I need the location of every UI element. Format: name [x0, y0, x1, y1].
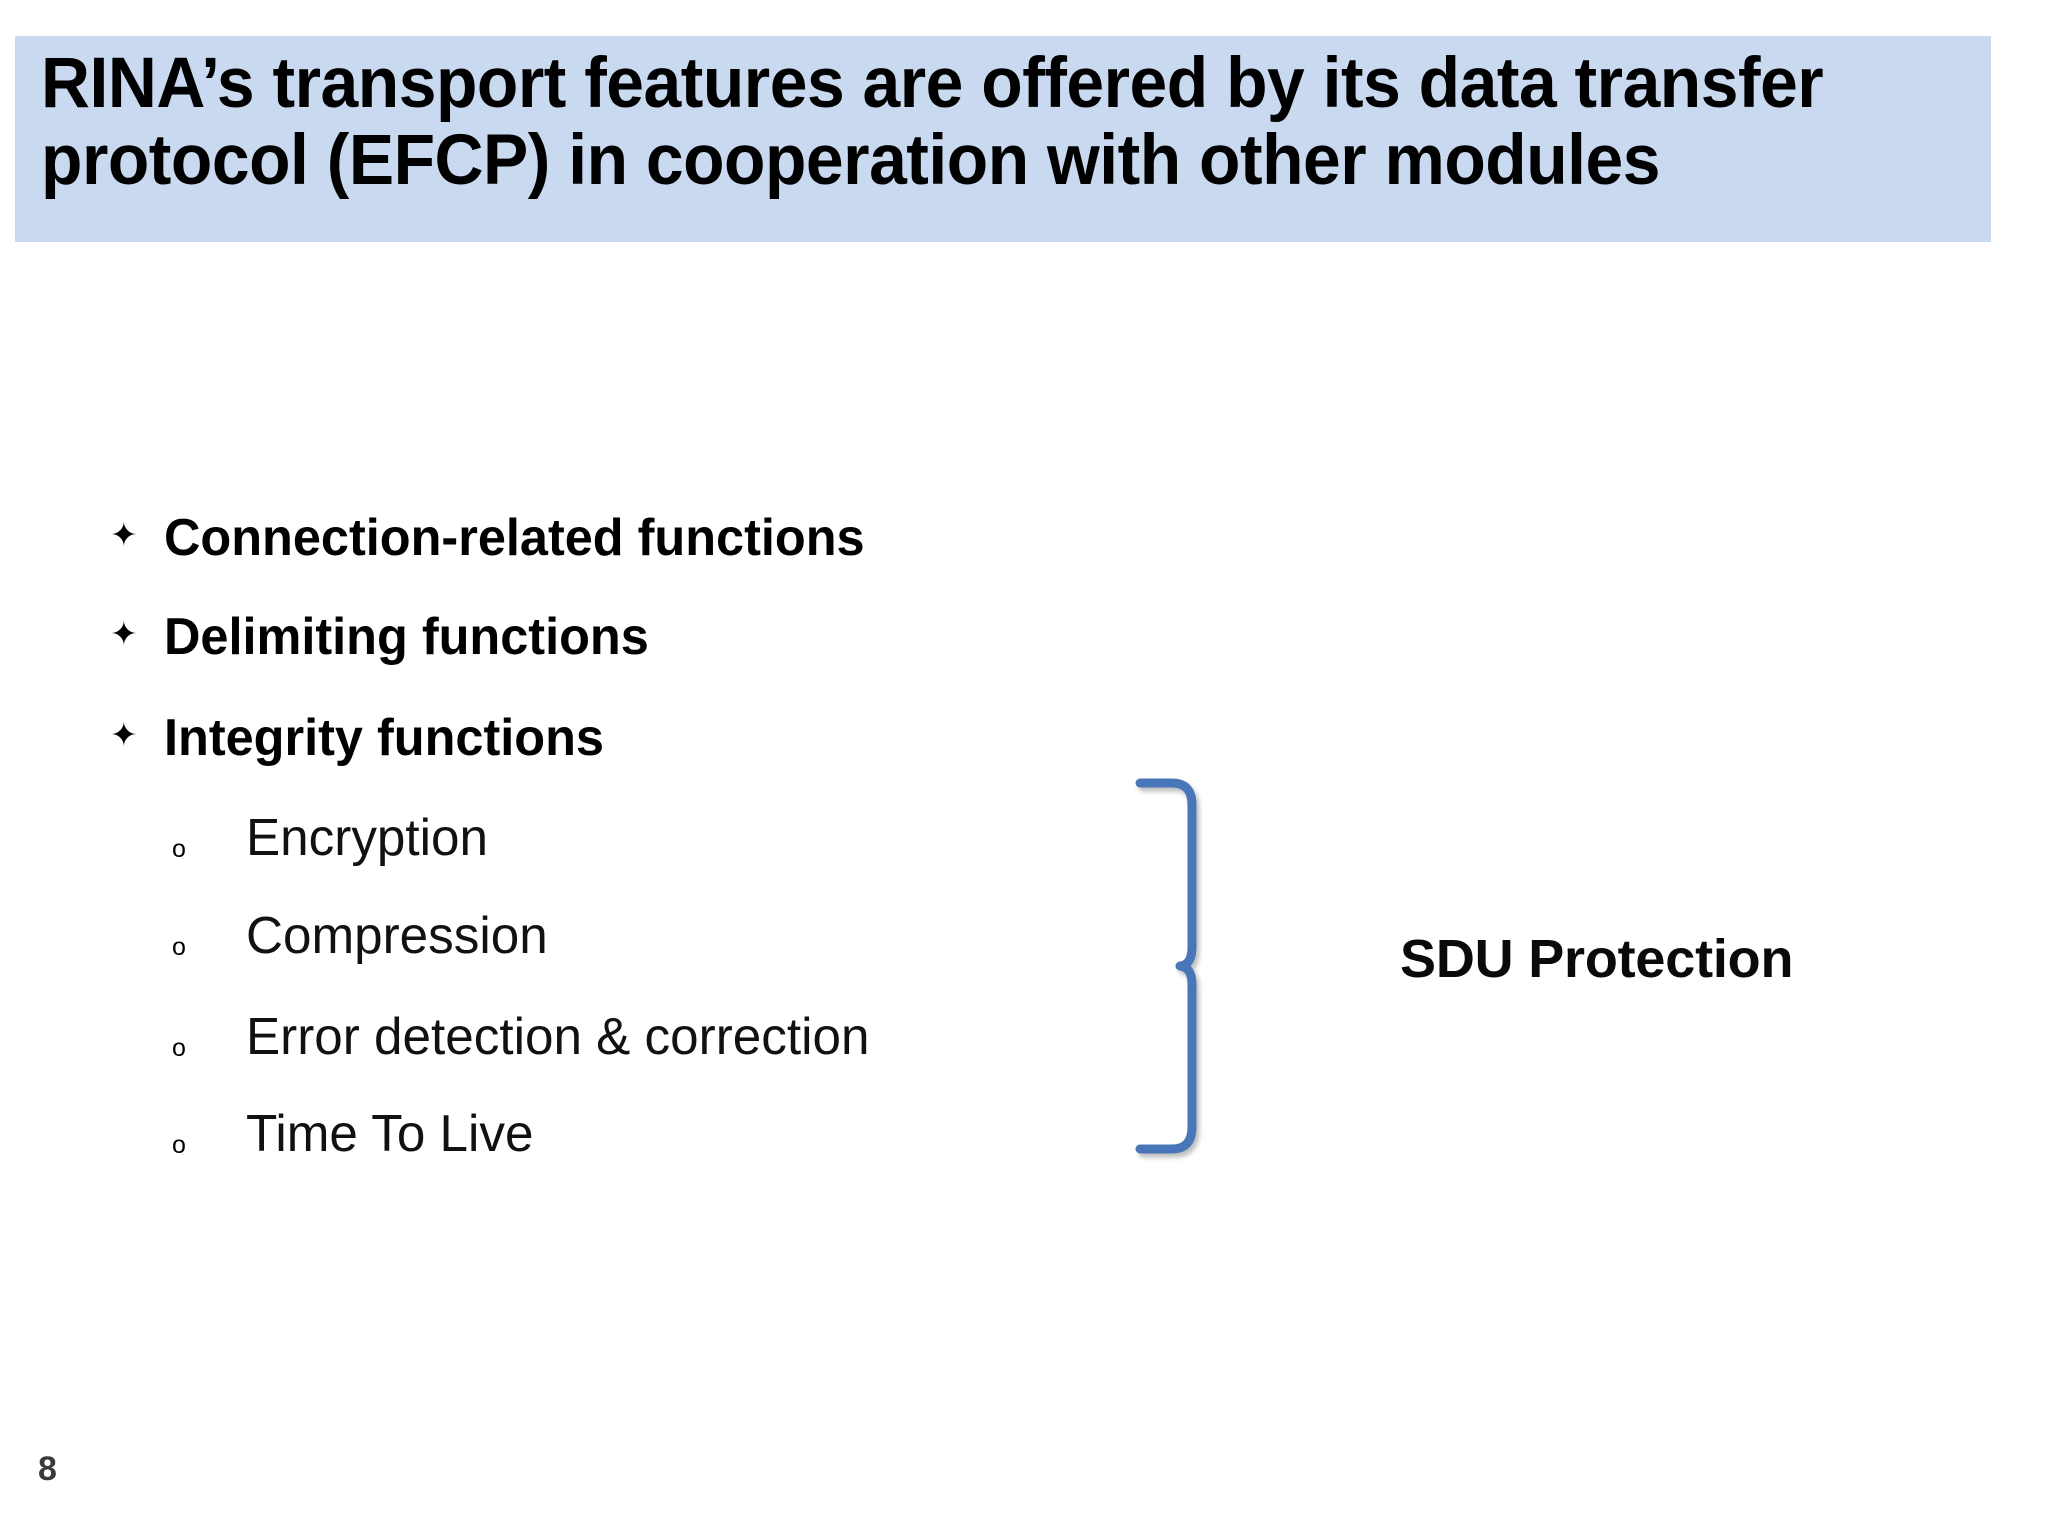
list-item-encryption[interactable]: o Encryption: [172, 812, 492, 864]
list-item-error-detection-correction[interactable]: o Error detection & correction: [172, 1011, 879, 1063]
star-bullet-icon: ✦: [110, 516, 138, 553]
circle-bullet-icon: o: [172, 1131, 186, 1159]
list-item-time-to-live[interactable]: o Time To Live: [172, 1108, 538, 1160]
list-item-label: Encryption: [246, 809, 489, 867]
list-item-delimiting-functions[interactable]: ✦ Delimiting functions: [110, 611, 664, 663]
list-item-compression[interactable]: o Compression: [172, 910, 552, 962]
title-banner: RINA’s transport features are offered by…: [15, 36, 1991, 242]
circle-bullet-icon: o: [172, 1034, 186, 1062]
list-item-label: Integrity functions: [164, 709, 604, 767]
list-item-label: Connection-related functions: [164, 509, 865, 567]
list-item-label: Error detection & correction: [246, 1008, 870, 1066]
list-item-integrity-functions[interactable]: ✦ Integrity functions: [110, 712, 618, 764]
sdu-protection-label: SDU Protection: [1400, 929, 1794, 989]
circle-bullet-icon: o: [172, 835, 186, 863]
star-bullet-icon: ✦: [110, 716, 138, 753]
star-bullet-icon: ✦: [110, 615, 138, 652]
list-item-label: Time To Live: [246, 1105, 534, 1163]
page-number: 8: [38, 1450, 57, 1488]
page-title: RINA’s transport features are offered by…: [41, 44, 1824, 200]
circle-bullet-icon: o: [172, 933, 186, 961]
list-item-label: Compression: [246, 907, 548, 965]
list-item-label: Delimiting functions: [164, 608, 649, 666]
list-item-connection-related-functions[interactable]: ✦ Connection-related functions: [110, 512, 886, 564]
